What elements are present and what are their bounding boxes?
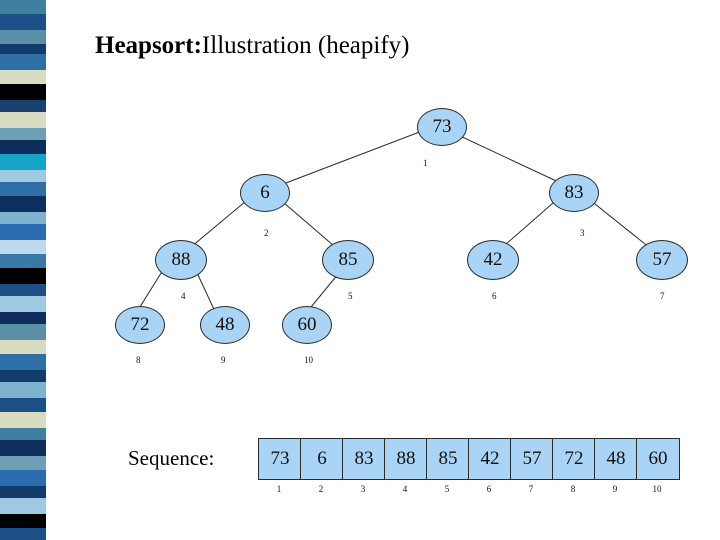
page-title: Heapsort:Illustration (heapify) (95, 32, 410, 60)
sequence-cell-index: 9 (612, 484, 618, 494)
strip-segment (0, 14, 46, 30)
strip-segment (0, 398, 46, 412)
sequence-cell-index: 1 (276, 484, 282, 494)
sequence-cell[interactable]: 85 (426, 438, 470, 480)
tree-node-index: 10 (304, 355, 313, 365)
strip-segment (0, 100, 46, 112)
sequence-label: Sequence: (128, 446, 215, 470)
tree-edge (277, 127, 431, 187)
strip-segment (0, 440, 46, 456)
strip-segment (0, 412, 46, 428)
tree-node[interactable]: 85 (322, 240, 374, 280)
strip-segment (0, 128, 46, 140)
sequence-cell[interactable]: 48 (594, 438, 638, 480)
tree-node[interactable]: 73 (417, 108, 467, 146)
strip-segment (0, 182, 46, 196)
strip-segment (0, 470, 46, 486)
strip-segment (0, 70, 46, 84)
tree-node-index: 8 (136, 355, 141, 365)
tree-node[interactable]: 83 (549, 174, 599, 212)
tree-node[interactable]: 6 (240, 174, 290, 212)
tree-node-index: 5 (348, 291, 353, 301)
strip-segment (0, 224, 46, 240)
strip-segment (0, 514, 46, 528)
strip-segment (0, 0, 46, 14)
tree-node-index: 7 (660, 291, 665, 301)
strip-segment (0, 312, 46, 324)
tree-node[interactable]: 88 (155, 240, 207, 280)
strip-segment (0, 140, 46, 154)
tree-edge (584, 195, 656, 253)
sequence-cell[interactable]: 57 (510, 438, 554, 480)
sequence-cell[interactable]: 73 (258, 438, 302, 480)
strip-segment (0, 44, 46, 54)
strip-segment (0, 84, 46, 100)
sequence-cell[interactable]: 72 (552, 438, 596, 480)
tree-node[interactable]: 48 (200, 306, 250, 344)
strip-segment (0, 528, 46, 540)
sequence-cell[interactable]: 6 (300, 438, 344, 480)
tree-node[interactable]: 42 (467, 240, 519, 280)
strip-segment (0, 54, 46, 70)
strip-segment (0, 382, 46, 398)
strip-segment (0, 456, 46, 470)
tree-node[interactable]: 60 (282, 306, 332, 344)
strip-segment (0, 170, 46, 182)
strip-segment (0, 30, 46, 44)
tree-edge (184, 195, 253, 253)
strip-segment (0, 284, 46, 296)
sequence-cell-index: 7 (528, 484, 534, 494)
strip-segment (0, 486, 46, 498)
strip-segment (0, 154, 46, 170)
strip-segment (0, 324, 46, 340)
tree-node-index: 1 (423, 158, 428, 168)
sequence-cell-index: 2 (318, 484, 324, 494)
sequence-cell-index: 10 (652, 484, 662, 494)
tree-node[interactable]: 72 (115, 306, 165, 344)
sequence-cell-index: 8 (570, 484, 576, 494)
sequence-cell-index: 4 (402, 484, 408, 494)
tree-node-index: 3 (580, 228, 585, 238)
tree-node-index: 2 (264, 228, 269, 238)
strip-segment (0, 268, 46, 284)
strip-segment (0, 428, 46, 440)
strip-segment (0, 112, 46, 128)
sequence-cell[interactable]: 88 (384, 438, 428, 480)
strip-segment (0, 354, 46, 370)
tree-node-index: 9 (221, 355, 226, 365)
sequence-cell-index: 5 (444, 484, 450, 494)
strip-segment (0, 240, 46, 254)
page-title-rest: Illustration (heapify) (201, 32, 410, 59)
page-title-bold: Heapsort: (95, 32, 202, 59)
sequence-cell[interactable]: 60 (636, 438, 680, 480)
strip-segment (0, 340, 46, 354)
tree-node-index: 6 (492, 291, 497, 301)
strip-segment (0, 296, 46, 312)
sequence-cell[interactable]: 42 (468, 438, 512, 480)
strip-segment (0, 212, 46, 224)
tree-node-index: 4 (181, 291, 186, 301)
tree-edge (442, 127, 568, 187)
tree-node[interactable]: 57 (636, 240, 688, 280)
strip-segment (0, 370, 46, 382)
decorative-color-strip (0, 0, 46, 540)
tree-edge (275, 195, 342, 253)
strip-segment (0, 254, 46, 268)
sequence-cell[interactable]: 83 (342, 438, 386, 480)
sequence-cell-index: 3 (360, 484, 366, 494)
strip-segment (0, 498, 46, 514)
strip-segment (0, 196, 46, 212)
sequence-cell-index: 6 (486, 484, 492, 494)
